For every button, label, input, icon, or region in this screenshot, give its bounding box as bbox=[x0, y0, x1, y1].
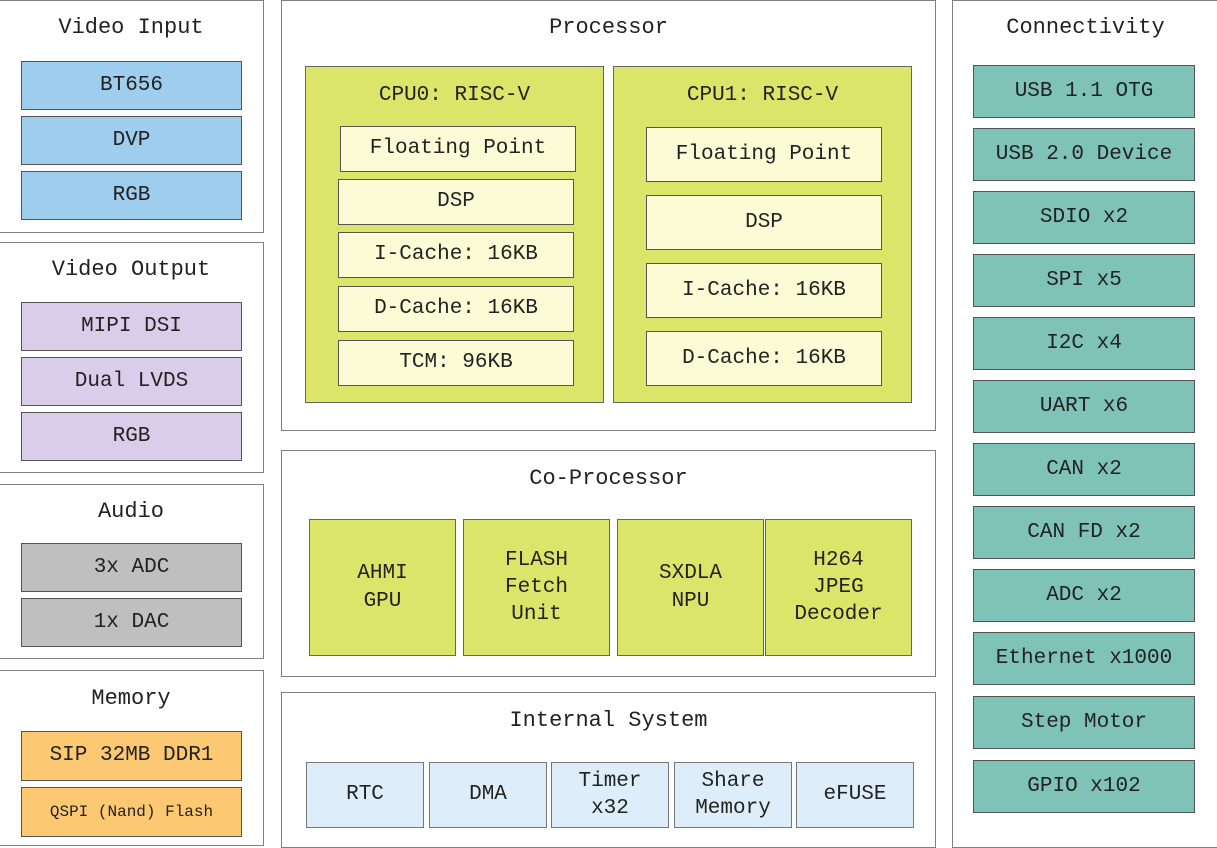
connectivity-can-fd: CAN FD x2 bbox=[973, 506, 1195, 559]
connectivity-ethernet: Ethernet x1000 bbox=[973, 632, 1195, 685]
connectivity-section: Connectivity USB 1.1 OTG USB 2.0 Device … bbox=[952, 0, 1217, 848]
cpu0-dsp: DSP bbox=[338, 179, 574, 225]
coprocessor-title: Co-Processor bbox=[529, 466, 688, 491]
internal-efuse: eFUSE bbox=[796, 762, 914, 828]
video-output-section: Video Output MIPI DSI Dual LVDS RGB bbox=[0, 242, 264, 473]
connectivity-uart: UART x6 bbox=[973, 380, 1195, 433]
audio-section: Audio 3x ADC 1x DAC bbox=[0, 484, 264, 659]
connectivity-spi: SPI x5 bbox=[973, 254, 1195, 307]
connectivity-title: Connectivity bbox=[1006, 15, 1165, 40]
audio-adc: 3x ADC bbox=[21, 543, 242, 592]
cpu0-floating-point: Floating Point bbox=[340, 126, 576, 172]
memory-ddr1: SIP 32MB DDR1 bbox=[21, 731, 242, 781]
connectivity-sdio: SDIO x2 bbox=[973, 191, 1195, 244]
video-input-title: Video Input bbox=[58, 15, 204, 40]
processor-title: Processor bbox=[549, 15, 668, 40]
cpu1-icache: I-Cache: 16KB bbox=[646, 263, 882, 318]
cpu0-title: CPU0: RISC-V bbox=[378, 84, 531, 107]
internal-dma: DMA bbox=[429, 762, 547, 828]
video-input-section: Video Input BT656 DVP RGB bbox=[0, 0, 264, 233]
video-output-dual-lvds: Dual LVDS bbox=[21, 357, 242, 406]
video-input-dvp: DVP bbox=[21, 116, 242, 165]
internal-system-section: Internal System RTC DMA Timer x32 Share … bbox=[281, 692, 936, 848]
connectivity-i2c: I2C x4 bbox=[973, 317, 1195, 370]
coprocessor-ahmi-gpu: AHMI GPU bbox=[309, 519, 456, 656]
cpu1-title: CPU1: RISC-V bbox=[686, 84, 839, 107]
memory-qspi-flash: QSPI (Nand) Flash bbox=[21, 787, 242, 837]
connectivity-adc: ADC x2 bbox=[973, 569, 1195, 622]
internal-system-title: Internal System bbox=[509, 708, 708, 733]
connectivity-usb20-device: USB 2.0 Device bbox=[973, 128, 1195, 181]
cpu1-floating-point: Floating Point bbox=[646, 127, 882, 182]
audio-dac: 1x DAC bbox=[21, 598, 242, 647]
video-output-rgb: RGB bbox=[21, 412, 242, 461]
connectivity-step-motor: Step Motor bbox=[973, 696, 1195, 749]
connectivity-can: CAN x2 bbox=[973, 443, 1195, 496]
cpu1-block: CPU1: RISC-V Floating Point DSP I-Cache:… bbox=[613, 66, 912, 403]
coprocessor-section: Co-Processor AHMI GPU FLASH Fetch Unit S… bbox=[281, 450, 936, 677]
processor-section: Processor CPU0: RISC-V Floating Point DS… bbox=[281, 0, 936, 431]
cpu0-dcache: D-Cache: 16KB bbox=[338, 286, 574, 332]
coprocessor-sxdla-npu: SXDLA NPU bbox=[617, 519, 764, 656]
connectivity-gpio: GPIO x102 bbox=[973, 760, 1195, 813]
connectivity-usb11-otg: USB 1.1 OTG bbox=[973, 65, 1195, 118]
coprocessor-h264-jpeg-decoder: H264 JPEG Decoder bbox=[765, 519, 912, 656]
cpu1-dcache: D-Cache: 16KB bbox=[646, 331, 882, 386]
cpu1-dsp: DSP bbox=[646, 195, 882, 250]
memory-title: Memory bbox=[91, 686, 171, 711]
cpu0-block: CPU0: RISC-V Floating Point DSP I-Cache:… bbox=[305, 66, 604, 403]
video-input-bt656: BT656 bbox=[21, 61, 242, 110]
internal-share-memory: Share Memory bbox=[674, 762, 792, 828]
cpu0-icache: I-Cache: 16KB bbox=[338, 232, 574, 278]
audio-title: Audio bbox=[97, 499, 164, 524]
internal-timer: Timer x32 bbox=[551, 762, 669, 828]
internal-rtc: RTC bbox=[306, 762, 424, 828]
video-input-rgb: RGB bbox=[21, 171, 242, 220]
video-output-mipi-dsi: MIPI DSI bbox=[21, 302, 242, 351]
memory-section: Memory SIP 32MB DDR1 QSPI (Nand) Flash bbox=[0, 670, 264, 846]
video-output-title: Video Output bbox=[51, 257, 211, 282]
coprocessor-flash-fetch-unit: FLASH Fetch Unit bbox=[463, 519, 610, 656]
cpu0-tcm: TCM: 96KB bbox=[338, 340, 574, 386]
